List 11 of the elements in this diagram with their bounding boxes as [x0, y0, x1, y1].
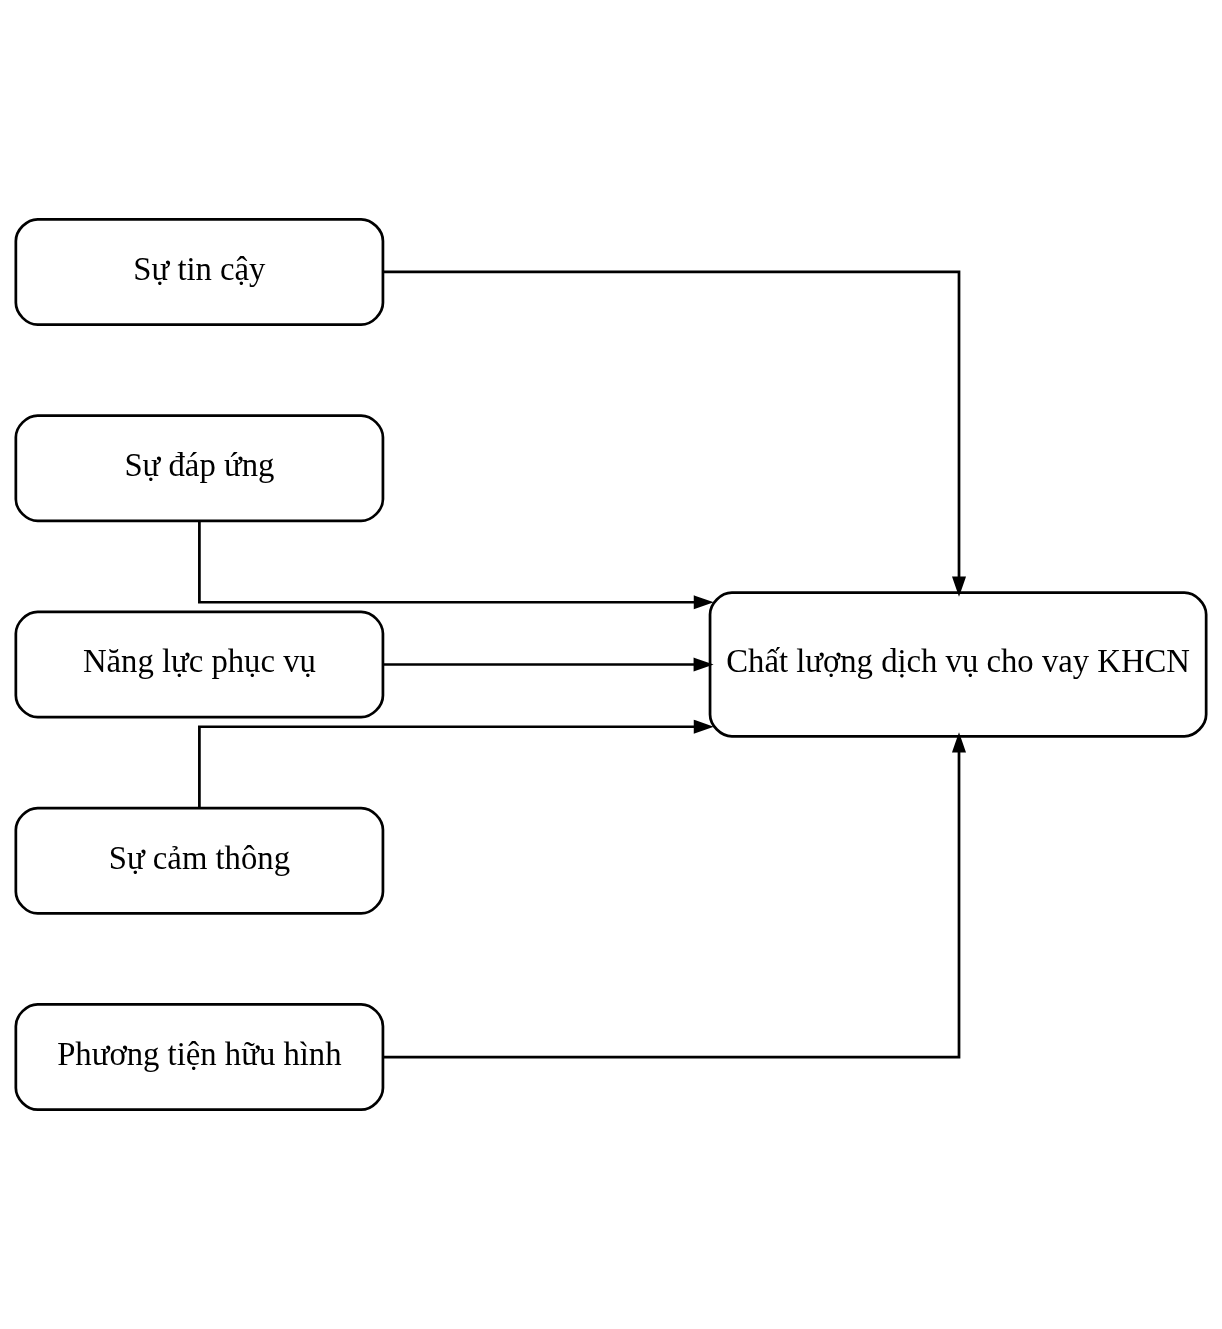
arrow: [198, 719, 714, 808]
node-box: Chất lượng dịch vụ cho vay KHCN: [708, 591, 1208, 738]
arrow: [383, 732, 967, 1059]
arrow: [383, 270, 967, 597]
node-box: Sự đáp ứng: [14, 414, 385, 523]
arrow: [383, 657, 714, 672]
arrow: [198, 521, 714, 610]
node-box: Sự cảm thông: [14, 806, 385, 915]
node-box: Năng lực phục vụ: [14, 610, 385, 719]
node-box: Sự tin cậy: [14, 217, 385, 327]
node-box: Phương tiện hữu hình: [14, 1002, 385, 1112]
